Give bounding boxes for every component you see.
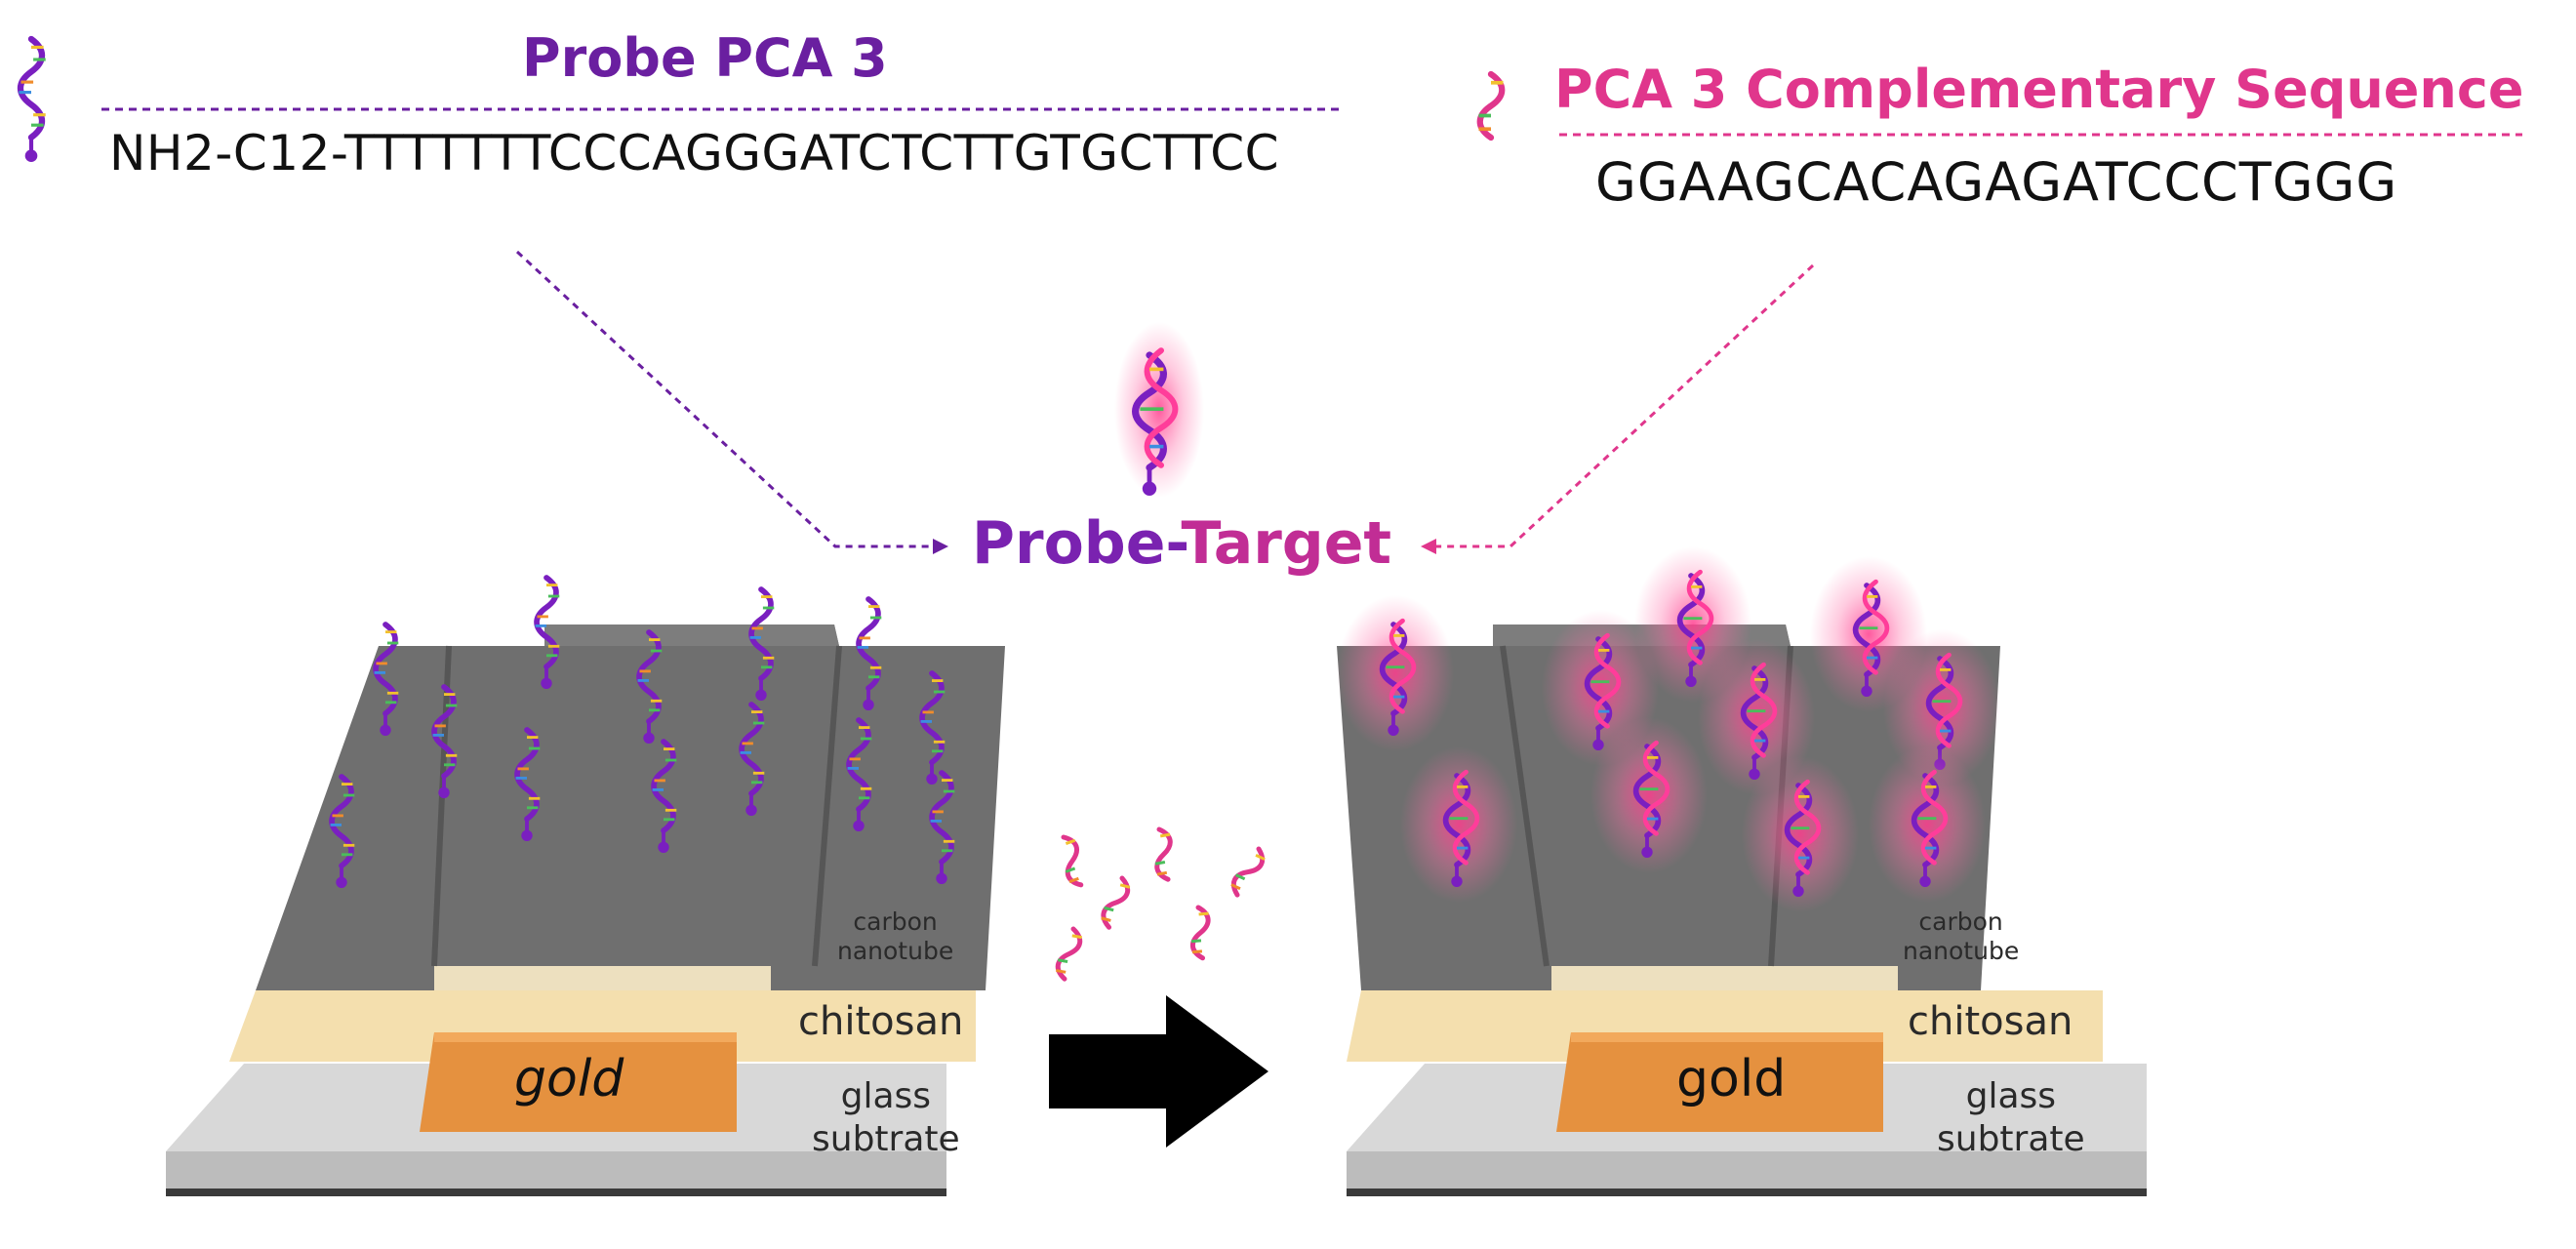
left-chitosan-layer	[229, 990, 976, 1062]
right-carbon-label-line1: carbon	[1918, 907, 2003, 936]
right-gold-label: gold	[1676, 1050, 1787, 1108]
probe-title: Probe PCA 3	[522, 27, 888, 89]
target-dna-icon	[1479, 74, 1504, 138]
target-strand	[1055, 834, 1091, 889]
hybrid-strand	[1590, 717, 1708, 873]
target-strand	[1149, 827, 1178, 881]
target-strand	[1228, 845, 1268, 900]
probe-connector	[515, 250, 948, 554]
hybrid-strand	[1883, 629, 2000, 786]
target-strand	[1100, 875, 1132, 929]
right-carbon-label: carbon nanotube	[1903, 907, 2019, 966]
right-glass-label-line1: glass	[1965, 1076, 2057, 1116]
free-target-strands	[1055, 827, 1268, 981]
left-glass-label-line2: subtrate	[812, 1119, 960, 1159]
left-gold-label: gold	[514, 1050, 624, 1108]
process-arrow	[1049, 995, 1268, 1148]
left-chitosan-top	[434, 966, 771, 990]
hybrid-strand	[1698, 639, 1815, 795]
complement-title: PCA 3 Complementary Sequence	[1554, 59, 2524, 120]
probe-target-label-part1: Probe-	[972, 509, 1182, 578]
right-glass-label: glass subtrate	[1937, 1075, 2085, 1161]
complement-connector	[1421, 263, 1815, 554]
right-glass-label-line2: subtrate	[1937, 1119, 2085, 1159]
right-gold-pad	[1556, 1032, 1883, 1132]
hybrid-strand	[1400, 746, 1517, 903]
left-gold-pad	[420, 1032, 737, 1132]
complement-header	[1479, 74, 2522, 138]
left-carbon-label: carbon nanotube	[837, 907, 953, 966]
probe-dna-icon	[19, 39, 45, 162]
probe-target-label: Probe-Target	[972, 509, 1391, 578]
probe-sequence: NH2-C12-TTTTTTTCCCAGGGATCTCTTGTGCTTCC	[109, 125, 1280, 181]
right-chitosan-label: chitosan	[1908, 999, 2073, 1044]
left-glass-label: glass subtrate	[812, 1075, 960, 1161]
hybrid-strand	[1742, 756, 1859, 912]
right-carbon-label-line2: nanotube	[1903, 937, 2020, 965]
probe-header	[19, 39, 1345, 162]
left-glass-label-line1: glass	[840, 1076, 932, 1116]
complement-sequence: GGAAGCACAGAGATCCCTGGG	[1595, 151, 2398, 213]
left-chitosan-label: chitosan	[798, 999, 964, 1044]
probe-target-label-part2: Target	[1181, 509, 1392, 578]
left-carbon-label-line2: nanotube	[837, 937, 954, 965]
hybrid-strand	[1869, 746, 1986, 903]
target-strand	[1055, 927, 1083, 981]
right-chitosan-top	[1551, 966, 1898, 990]
right-chitosan-layer	[1347, 990, 2103, 1062]
left-carbon-label-line1: carbon	[853, 907, 938, 936]
hybrid-strand	[1337, 595, 1454, 751]
right-hybrid-strands	[1337, 546, 2000, 912]
target-strand	[1188, 907, 1212, 959]
hybrid-dna-icon	[1114, 322, 1204, 498]
